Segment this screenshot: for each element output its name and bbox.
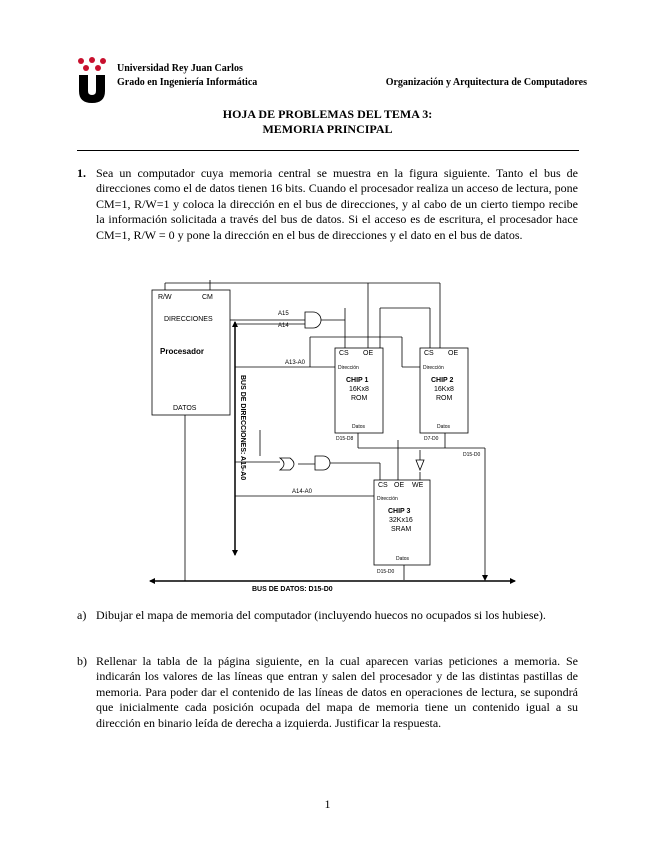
chip1-oe: OE [363, 350, 373, 357]
processor-datos-label: DATOS [173, 405, 197, 412]
a14-label: A14 [278, 323, 289, 329]
chip3-size: 32Kx16 [389, 517, 413, 524]
chip3-name: CHIP 3 [388, 508, 411, 515]
chip3-box [373, 479, 431, 566]
a13-a0-label: A13-A0 [285, 360, 306, 366]
chip3-dir: Dirección [377, 496, 398, 502]
chip1-datos: Datos [352, 424, 366, 430]
chip2-dir: Dirección [423, 365, 444, 371]
address-bus-label: BUS DE DIRECCIONES: A15-A0 [239, 375, 246, 480]
processor-name: Procesador [160, 347, 204, 356]
part-b-label: b) [77, 654, 87, 668]
a14-a0-label: A14-A0 [292, 489, 313, 495]
degree-name: Grado en Ingeniería Informática [117, 77, 258, 88]
processor-direcciones-label: DIRECCIONES [164, 316, 213, 323]
chip2-size: 16Kx8 [434, 386, 454, 393]
a15-label: A15 [278, 311, 289, 317]
chip1-size: 16Kx8 [349, 386, 369, 393]
address-bus-arrow-bottom [232, 550, 238, 556]
part-b-text: Rellenar la tabla de la página siguiente… [96, 654, 578, 730]
data-bus-label: BUS DE DATOS: D15-D0 [252, 586, 333, 593]
part-a-text: Dibujar el mapa de memoria del computado… [96, 608, 546, 622]
problem-statement: Sea un computador cuya memoria central s… [96, 166, 578, 242]
chip3-cs: CS [378, 482, 388, 489]
chip2-box [419, 347, 469, 434]
chip1-name: CHIP 1 [346, 377, 369, 384]
problem-number: 1. [77, 166, 86, 180]
inverter [415, 459, 425, 472]
or-gate [278, 457, 295, 471]
chip2-type: ROM [436, 395, 453, 402]
chip1-cs: CS [339, 350, 349, 357]
page-number: 1 [324, 797, 331, 811]
chip2-oe: OE [448, 350, 458, 357]
chip2-cs: CS [424, 350, 434, 357]
processor-box [151, 289, 231, 416]
processor-rw-label: R/W [158, 294, 172, 301]
chip3-type: SRAM [391, 526, 411, 533]
processor-cm-label: CM [202, 294, 213, 301]
university-name: Universidad Rey Juan Carlos [117, 63, 243, 74]
title-divider [77, 150, 579, 151]
chip2-datos: Datos [437, 424, 451, 430]
memory-circuit-diagram: R/W CM DIRECCIONES Procesador DATOS BUS … [149, 280, 516, 593]
part-a-label: a) [77, 608, 87, 622]
chip3-datos: Datos [396, 556, 410, 562]
chip2-bus: D7-D0 [424, 436, 439, 442]
course-name: Organización y Arquitectura de Computado… [385, 77, 587, 88]
chip1-type: ROM [351, 395, 368, 402]
chip3-bus: D15-D0 [377, 569, 394, 575]
chip3-we: WE [412, 482, 424, 489]
chip2-name: CHIP 2 [431, 377, 454, 384]
d15-d0-right-label: D15-D0 [463, 452, 480, 458]
university-logo [78, 57, 106, 103]
chip1-dir: Dirección [338, 365, 359, 371]
page-subtitle: MEMORIA PRINCIPAL [262, 122, 393, 136]
chip3-oe: OE [394, 482, 404, 489]
chip1-box [334, 347, 384, 434]
and-gate-bottom [314, 455, 331, 471]
page-title: HOJA DE PROBLEMAS DEL TEMA 3: [222, 107, 433, 121]
and-gate-top [304, 311, 322, 329]
chip1-bus: D15-D8 [336, 436, 353, 442]
